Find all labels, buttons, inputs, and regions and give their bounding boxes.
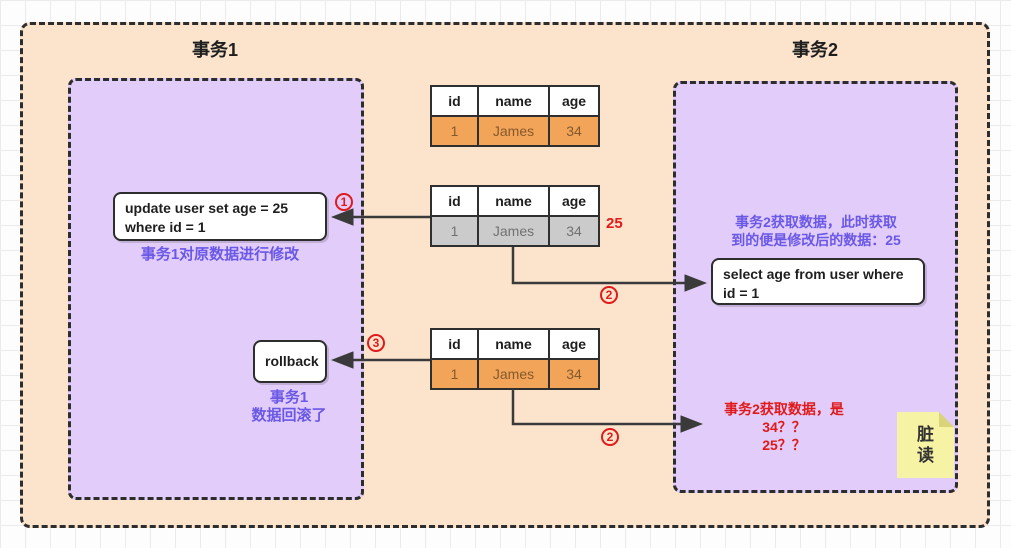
cell-name: James (477, 215, 550, 247)
col-header-age: age (548, 85, 600, 117)
col-header-age: age (548, 185, 600, 217)
cell-name: James (477, 115, 550, 147)
rollback-box: rollback (253, 340, 327, 383)
step-badge-3: 3 (367, 334, 385, 352)
transaction2-title: 事务2 (791, 40, 838, 60)
changed-age-value: 25 (606, 215, 623, 232)
select-sql-line2: id = 1 (723, 285, 760, 301)
transaction2-select-note: 事务2获取数据，此时获取 到的便是修改后的数据：25 (701, 213, 931, 249)
table-rolledback-data: id name age 1 James 34 (430, 328, 600, 390)
transaction2-dirty-read-note: 事务2获取数据，是 34？？ 25？？ (688, 400, 880, 454)
cell-id: 1 (430, 358, 479, 390)
select-sql-box: select age from user where id = 1 (711, 258, 925, 305)
dirty-note-line3: 25？？ (762, 437, 806, 453)
cell-id: 1 (430, 215, 479, 247)
dirty-read-sticky-note: 脏 读 (897, 412, 954, 478)
transaction1-title: 事务1 (191, 40, 238, 60)
col-header-id: id (430, 185, 479, 217)
sticky-note-char2: 读 (917, 446, 934, 465)
dirty-note-line1: 事务2获取数据，是 (724, 401, 844, 417)
col-header-age: age (548, 328, 600, 360)
table-modified-data: id name age 1 James 34 (430, 185, 600, 247)
update-sql-line1: update user set age = 25 (125, 200, 289, 216)
step-badge-2b: 2 (601, 428, 619, 446)
table-row: 1 James 34 (430, 358, 600, 390)
transaction1-panel (68, 78, 364, 500)
update-sql-box: update user set age = 25 where id = 1 (113, 192, 327, 241)
rollback-note-line2: 数据回滚了 (251, 407, 327, 424)
cell-age: 34 (548, 215, 600, 247)
rollback-note-line1: 事务1 (269, 389, 309, 406)
transaction1-update-note: 事务1对原数据进行修改 (140, 246, 300, 263)
table-original-data: id name age 1 James 34 (430, 85, 600, 147)
transaction1-rollback-note: 事务1 数据回滚了 (209, 389, 369, 425)
col-header-id: id (430, 328, 479, 360)
col-header-id: id (430, 85, 479, 117)
update-sql-line2: where id = 1 (125, 219, 206, 235)
col-header-name: name (477, 185, 550, 217)
select-note-line2: 到的便是修改后的数据：25 (731, 232, 901, 248)
cell-name: James (477, 358, 550, 390)
cell-age: 34 (548, 115, 600, 147)
cell-id: 1 (430, 115, 479, 147)
cell-age: 34 (548, 358, 600, 390)
table-row: 1 James 34 (430, 215, 600, 247)
dirty-note-line2: 34？？ (762, 419, 806, 435)
col-header-name: name (477, 85, 550, 117)
step-badge-2: 2 (600, 286, 618, 304)
select-sql-line1: select age from user where (723, 266, 904, 282)
table-row: 1 James 34 (430, 115, 600, 147)
sticky-note-char1: 脏 (917, 425, 934, 444)
step-badge-1: 1 (335, 193, 353, 211)
col-header-name: name (477, 328, 550, 360)
select-note-line1: 事务2获取数据，此时获取 (735, 214, 897, 230)
